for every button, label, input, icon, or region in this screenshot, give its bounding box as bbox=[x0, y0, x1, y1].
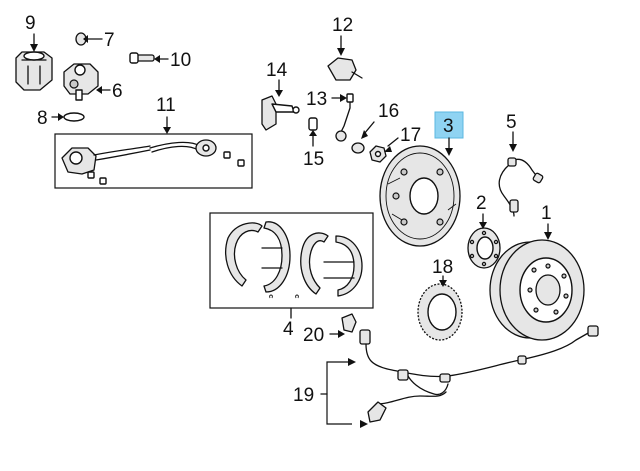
arrow-20 bbox=[338, 330, 345, 338]
part-6-wheel-cylinder[interactable] bbox=[63, 63, 99, 101]
callout-11: 11 bbox=[156, 95, 176, 116]
arrow-10 bbox=[154, 55, 160, 63]
part-17-nut[interactable] bbox=[369, 145, 387, 163]
callout-6: 6 bbox=[112, 81, 123, 102]
leader-17 bbox=[387, 137, 399, 147]
callout-15: 15 bbox=[303, 149, 324, 170]
callout-8: 8 bbox=[37, 108, 48, 129]
box-11 bbox=[54, 133, 253, 189]
callout-16: 16 bbox=[378, 101, 399, 122]
arrow-19a bbox=[348, 358, 356, 366]
callout-10: 10 bbox=[170, 50, 191, 71]
part-5-brake-hose[interactable] bbox=[498, 157, 544, 217]
highlight-3 bbox=[434, 111, 464, 139]
part-20-clip[interactable] bbox=[341, 313, 357, 333]
arrow-3 bbox=[445, 148, 453, 156]
arrow-19b bbox=[360, 420, 368, 428]
part-9-bracket[interactable] bbox=[15, 51, 53, 91]
arrow-8 bbox=[58, 113, 64, 121]
arrow-18 bbox=[439, 280, 447, 287]
callout-3: 3 bbox=[443, 116, 454, 137]
callout-19: 19 bbox=[293, 385, 314, 406]
arrow-5 bbox=[509, 144, 517, 152]
arrow-7 bbox=[83, 35, 88, 43]
part-14-lever[interactable] bbox=[261, 95, 300, 131]
arrow-6 bbox=[96, 86, 102, 94]
part-15-pin[interactable] bbox=[308, 117, 318, 131]
part-11-brake-line[interactable] bbox=[61, 139, 245, 185]
part-18-tone-ring[interactable] bbox=[417, 283, 463, 341]
callout-9: 9 bbox=[25, 13, 36, 34]
arrow-11 bbox=[163, 127, 171, 134]
callout-12: 12 bbox=[332, 15, 353, 36]
callout-13: 13 bbox=[306, 89, 327, 110]
arrow-14 bbox=[275, 90, 283, 97]
part-19-sensor-harness[interactable] bbox=[359, 325, 599, 423]
callout-2: 2 bbox=[476, 193, 487, 214]
part-10-bleeder-bolt[interactable] bbox=[129, 52, 155, 64]
callout-14: 14 bbox=[266, 60, 288, 81]
callout-7: 7 bbox=[104, 30, 115, 51]
part-12-cap[interactable] bbox=[327, 57, 363, 81]
callout-20: 20 bbox=[303, 325, 324, 346]
bracket-19 bbox=[326, 361, 352, 425]
arrow-15 bbox=[309, 130, 317, 136]
callout-18: 18 bbox=[432, 257, 453, 278]
part-1-brake-drum[interactable] bbox=[489, 239, 585, 341]
arrow-12 bbox=[337, 48, 345, 56]
arrow-13 bbox=[340, 94, 347, 102]
arrow-2 bbox=[479, 222, 487, 229]
arrow-1 bbox=[544, 232, 552, 240]
callout-4: 4 bbox=[283, 319, 294, 340]
part-2-seal-ring[interactable] bbox=[467, 227, 501, 269]
callout-1: 1 bbox=[541, 203, 552, 224]
arrow-17 bbox=[384, 146, 392, 152]
part-16-washer[interactable] bbox=[351, 142, 365, 154]
part-13-spring[interactable] bbox=[335, 93, 354, 142]
callout-17: 17 bbox=[400, 125, 421, 146]
arrow-9 bbox=[30, 44, 38, 52]
arrow-16 bbox=[361, 130, 368, 139]
part-4-brake-shoes[interactable] bbox=[225, 221, 363, 299]
part-3-backing-plate[interactable] bbox=[379, 145, 461, 247]
callout-5: 5 bbox=[506, 112, 517, 133]
leader-16 bbox=[363, 121, 375, 135]
part-8-o-ring[interactable] bbox=[63, 112, 85, 122]
